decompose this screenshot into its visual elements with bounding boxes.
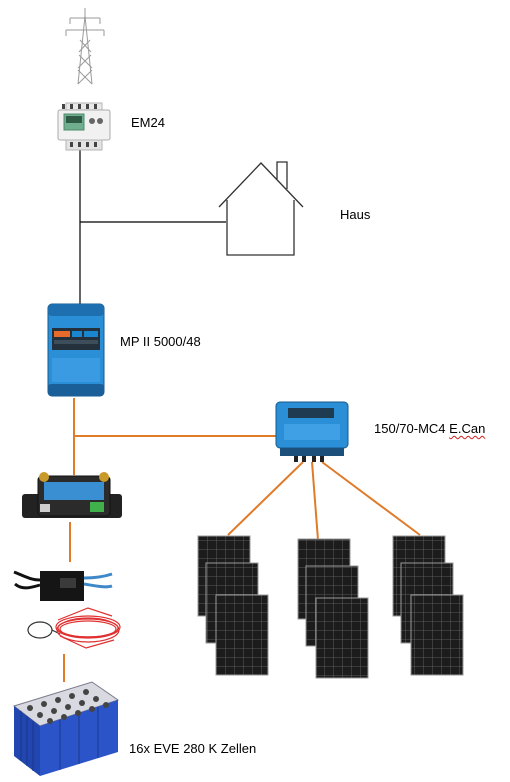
bms-icon — [13, 570, 121, 649]
inverter-icon — [47, 303, 105, 397]
label-inverter: MP II 5000/48 — [120, 334, 201, 349]
house-icon — [218, 161, 304, 256]
solar-panel-icon — [315, 597, 369, 679]
solar-panel-icon — [215, 594, 269, 676]
solar-array-3 — [392, 535, 464, 676]
label-charge-controller: 150/70-MC4 E.Can — [374, 421, 485, 436]
solar-panel-icon — [410, 594, 464, 676]
label-em24: EM24 — [131, 115, 165, 130]
label-house: Haus — [340, 207, 371, 222]
label-charger-model: 150/70-MC4 — [374, 421, 446, 436]
energy-meter-icon — [57, 102, 111, 151]
label-battery: 16x EVE 280 K Zellen — [129, 741, 257, 756]
charge-controller-icon — [275, 401, 349, 462]
power-pylon-icon — [65, 8, 105, 85]
ac-wiring — [79, 150, 226, 305]
battery-cells-icon — [12, 681, 120, 776]
battery-shunt-icon — [22, 472, 122, 518]
solar-array-1 — [197, 535, 269, 676]
solar-array-2 — [297, 538, 369, 679]
dc-wiring — [63, 398, 421, 682]
label-charger-suffix: E.Can — [449, 421, 486, 436]
